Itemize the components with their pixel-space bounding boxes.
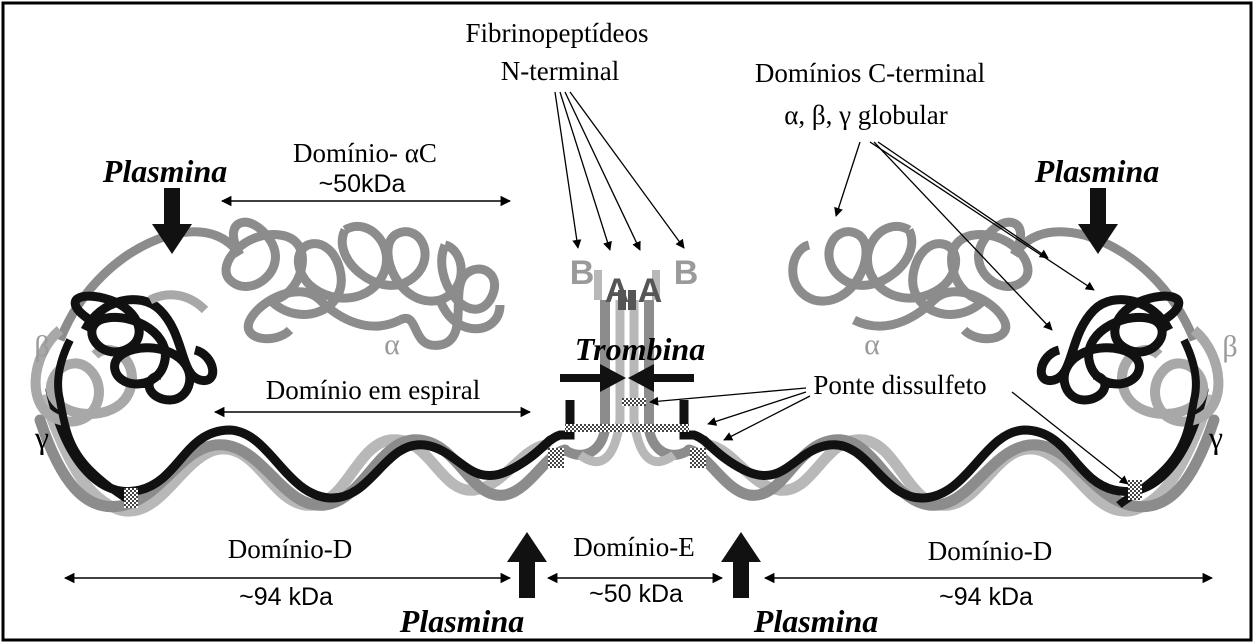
gamma-label-right: γ: [1208, 419, 1223, 455]
disulfide-knot-far-right: [1128, 480, 1142, 500]
alpha-c-mass-label: ~50kDa: [319, 170, 406, 198]
disulfide-knot-center-right: [690, 448, 706, 468]
gamma-label-left: γ: [34, 419, 49, 455]
fibrinopeptide-b-left: B: [570, 254, 595, 292]
domain-e-label: Domínio-E: [573, 532, 695, 562]
beta-label-right: β: [1222, 330, 1237, 363]
beta-label-left: β: [34, 330, 49, 363]
fibrinopeptide-a-left: A: [605, 272, 630, 310]
fibrinopeptide-b-right: B: [674, 254, 699, 292]
plasmin-arrow-bottom-right: [721, 532, 761, 598]
fibrinopeptide-a-right: A: [638, 272, 663, 310]
thrombin-label: Trombina: [575, 331, 705, 367]
left-gamma-globule: [75, 296, 190, 400]
domain-d-right-label: Domínio-D: [928, 536, 1053, 566]
disulfide-bridge-horizontal: [565, 424, 689, 432]
plasmin-label-bottom-right: Plasmina: [753, 603, 878, 639]
plasmin-label-top-right: Plasmina: [1034, 153, 1159, 189]
disulfide-knot-center-left: [548, 448, 564, 468]
right-half-mirror: [689, 222, 1218, 511]
c-terminal-label-line2: α, β, γ globular: [784, 100, 948, 130]
alpha-c-domain-label: Domínio- αC: [293, 138, 437, 168]
disulfide-knot-far-left: [124, 488, 138, 508]
thrombin-cleavage: [560, 364, 694, 392]
left-alpha-c-loops: [60, 222, 500, 345]
disulfide-bridge-center: [622, 398, 646, 406]
coiled-coil-label: Domínio em espiral: [266, 375, 480, 405]
domain-d-left-mass: ~94 kDa: [239, 583, 333, 611]
right-alpha-c-loops: [793, 222, 1194, 340]
domain-d-right-mass: ~94 kDa: [939, 583, 1033, 611]
alpha-label-left: α: [384, 328, 400, 361]
c-terminal-label-line1: Domínios C-terminal: [755, 58, 985, 88]
plasmin-label-bottom-left: Plasmina: [399, 603, 524, 639]
domain-e-mass: ~50 kDa: [589, 580, 683, 608]
plasmin-arrow-bottom-left: [507, 532, 547, 598]
disulfide-bridge-label: Ponte dissulfeto: [813, 370, 986, 400]
fibrinopeptides-label-line2: N-terminal: [501, 56, 619, 86]
fibrinopeptides-label-line1: Fibrinopeptídeos: [466, 18, 649, 48]
plasmin-label-top-left: Plasmina: [102, 153, 227, 189]
domain-d-left-label: Domínio-D: [228, 534, 353, 564]
alpha-label-right: α: [864, 328, 880, 361]
plasmin-arrow-top-left: [152, 188, 192, 254]
